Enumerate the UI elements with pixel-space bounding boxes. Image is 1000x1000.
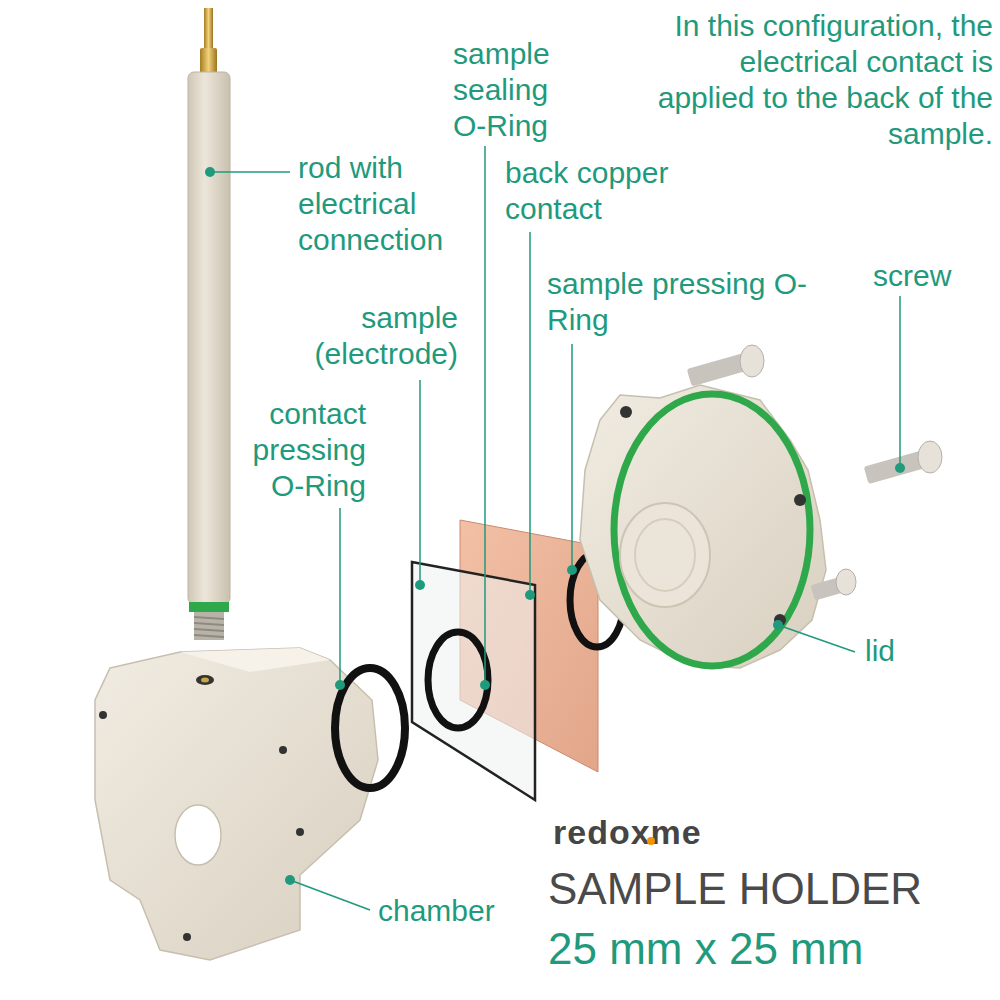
- title: SAMPLE HOLDER: [548, 862, 988, 915]
- sample-glass: [412, 562, 535, 800]
- o-ring: [428, 632, 488, 728]
- part-label: back copper contact: [505, 155, 715, 227]
- leader-lines: [205, 146, 905, 910]
- brand-logo: redoxme: [553, 812, 773, 853]
- part-label: sample (electrode): [290, 300, 458, 372]
- part-label: contact pressing O-Ring: [216, 396, 366, 504]
- part-label: rod with electrical connection: [298, 150, 488, 258]
- part-label: screw: [873, 258, 983, 294]
- logo-dot: [647, 837, 655, 845]
- note-text: In this configuration, the electrical co…: [655, 8, 993, 152]
- rod: [188, 8, 230, 640]
- part-label: chamber: [378, 893, 538, 929]
- part-label: sample sealing O-Ring: [453, 36, 583, 144]
- o-ring: [335, 668, 405, 788]
- part-label: sample pressing O-Ring: [547, 266, 817, 338]
- chamber-body: [95, 648, 378, 960]
- dimension-label: 25 mm x 25 mm: [548, 922, 968, 975]
- lid: [580, 385, 826, 668]
- part-label: lid: [865, 633, 925, 669]
- screws: [687, 345, 942, 601]
